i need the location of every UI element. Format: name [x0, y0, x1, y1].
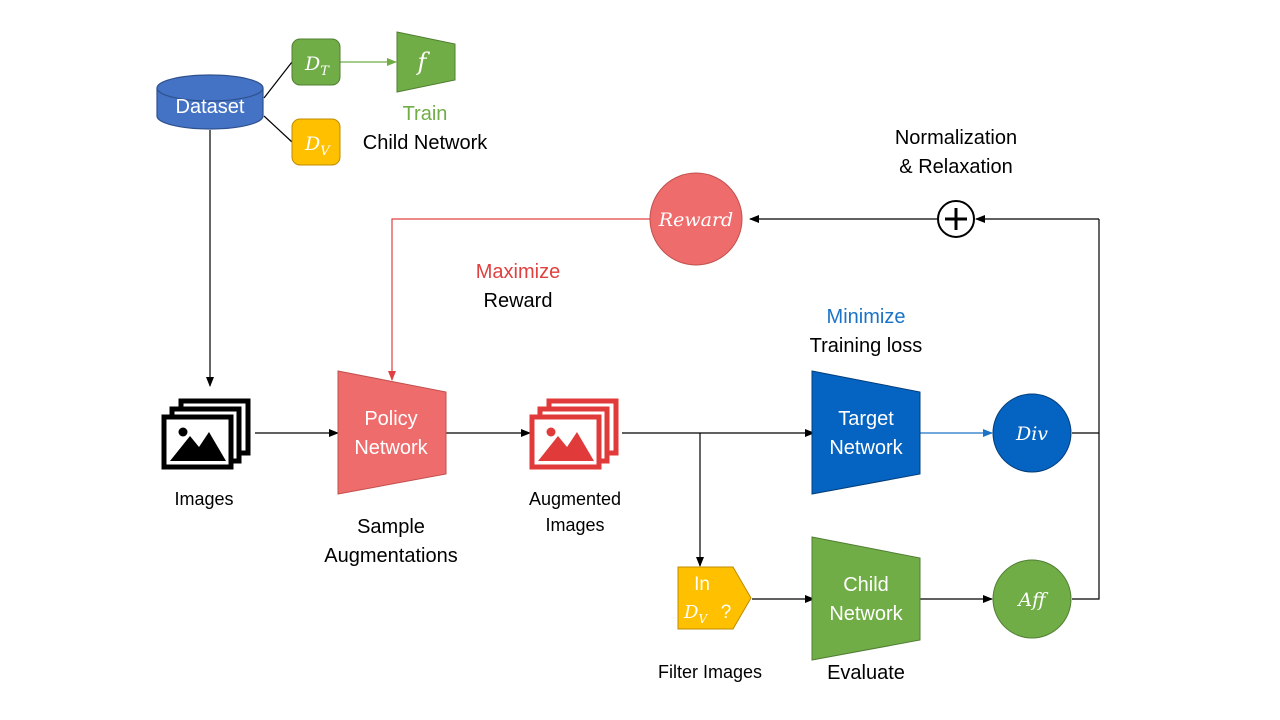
augmented-images-icon [529, 398, 619, 470]
sample-label: Sample [357, 516, 425, 538]
aff-node: Aff [992, 559, 1072, 639]
train-highlight: Train [402, 103, 448, 125]
filter-node: In DV ? [677, 566, 752, 630]
dv-base: D [304, 133, 320, 155]
policy-network-node: Policy Network [337, 370, 447, 495]
relaxation-label: & Relaxation [899, 156, 1013, 178]
filter-images-label: Filter Images [657, 662, 763, 682]
training-loss-label: Training loss [809, 335, 923, 357]
dataset-to-dv-line [263, 115, 293, 143]
dv-node: DV [291, 118, 341, 166]
svg-text:DV: DV [683, 602, 708, 626]
sum-node [937, 200, 975, 238]
train-child-network-label: Child Network [362, 132, 488, 154]
reward-to-policy-arrow [388, 218, 650, 381]
maximize-label: Maximize [475, 261, 561, 283]
target-line1: Target [838, 408, 894, 430]
augmented-images-label: Images [545, 515, 605, 535]
minimize-label: Minimize [826, 306, 906, 328]
dt-base: D [304, 53, 320, 75]
aff-to-right-line [1072, 219, 1100, 600]
div-node: Div [992, 393, 1072, 473]
child-line1: Child [843, 574, 889, 596]
svg-text:DT: DT [304, 53, 330, 79]
filter-dv-base: D [683, 602, 699, 623]
div-label: Div [1015, 423, 1048, 445]
policy-line1: Policy [364, 408, 417, 430]
dataset-node: Dataset [156, 74, 264, 130]
reward-node: Reward [649, 172, 743, 266]
normalization-label: Normalization [894, 127, 1018, 149]
train-label: Train [385, 100, 465, 129]
dataset-to-dt-line [263, 61, 293, 99]
augmentations-label: Augmentations [324, 545, 458, 567]
dt-node: DT [291, 38, 341, 86]
target-network-node: Target Network [811, 370, 921, 495]
images-icon [161, 398, 251, 470]
svg-text:DV: DV [304, 133, 331, 159]
dv-sub: V [320, 144, 331, 159]
reward-label: Reward [658, 209, 733, 231]
dt-sub: T [320, 64, 330, 79]
target-line2: Network [829, 437, 903, 459]
filter-dv-sub: V [698, 612, 708, 626]
aff-label: Aff [1016, 589, 1049, 611]
filter-in: In [694, 574, 710, 595]
connectors [206, 58, 1100, 603]
dataset-label: Dataset [176, 96, 245, 118]
f-node: f [396, 31, 456, 93]
maximize-reward-label: Reward [483, 290, 553, 312]
augmented-label: Augmented [528, 489, 622, 509]
filter-question: ? [721, 602, 732, 623]
child-network-node: Child Network [811, 536, 921, 661]
evaluate-label: Evaluate [827, 662, 905, 684]
policy-line2: Network [354, 437, 428, 459]
images-label: Images [174, 489, 234, 509]
child-line2: Network [829, 603, 903, 625]
